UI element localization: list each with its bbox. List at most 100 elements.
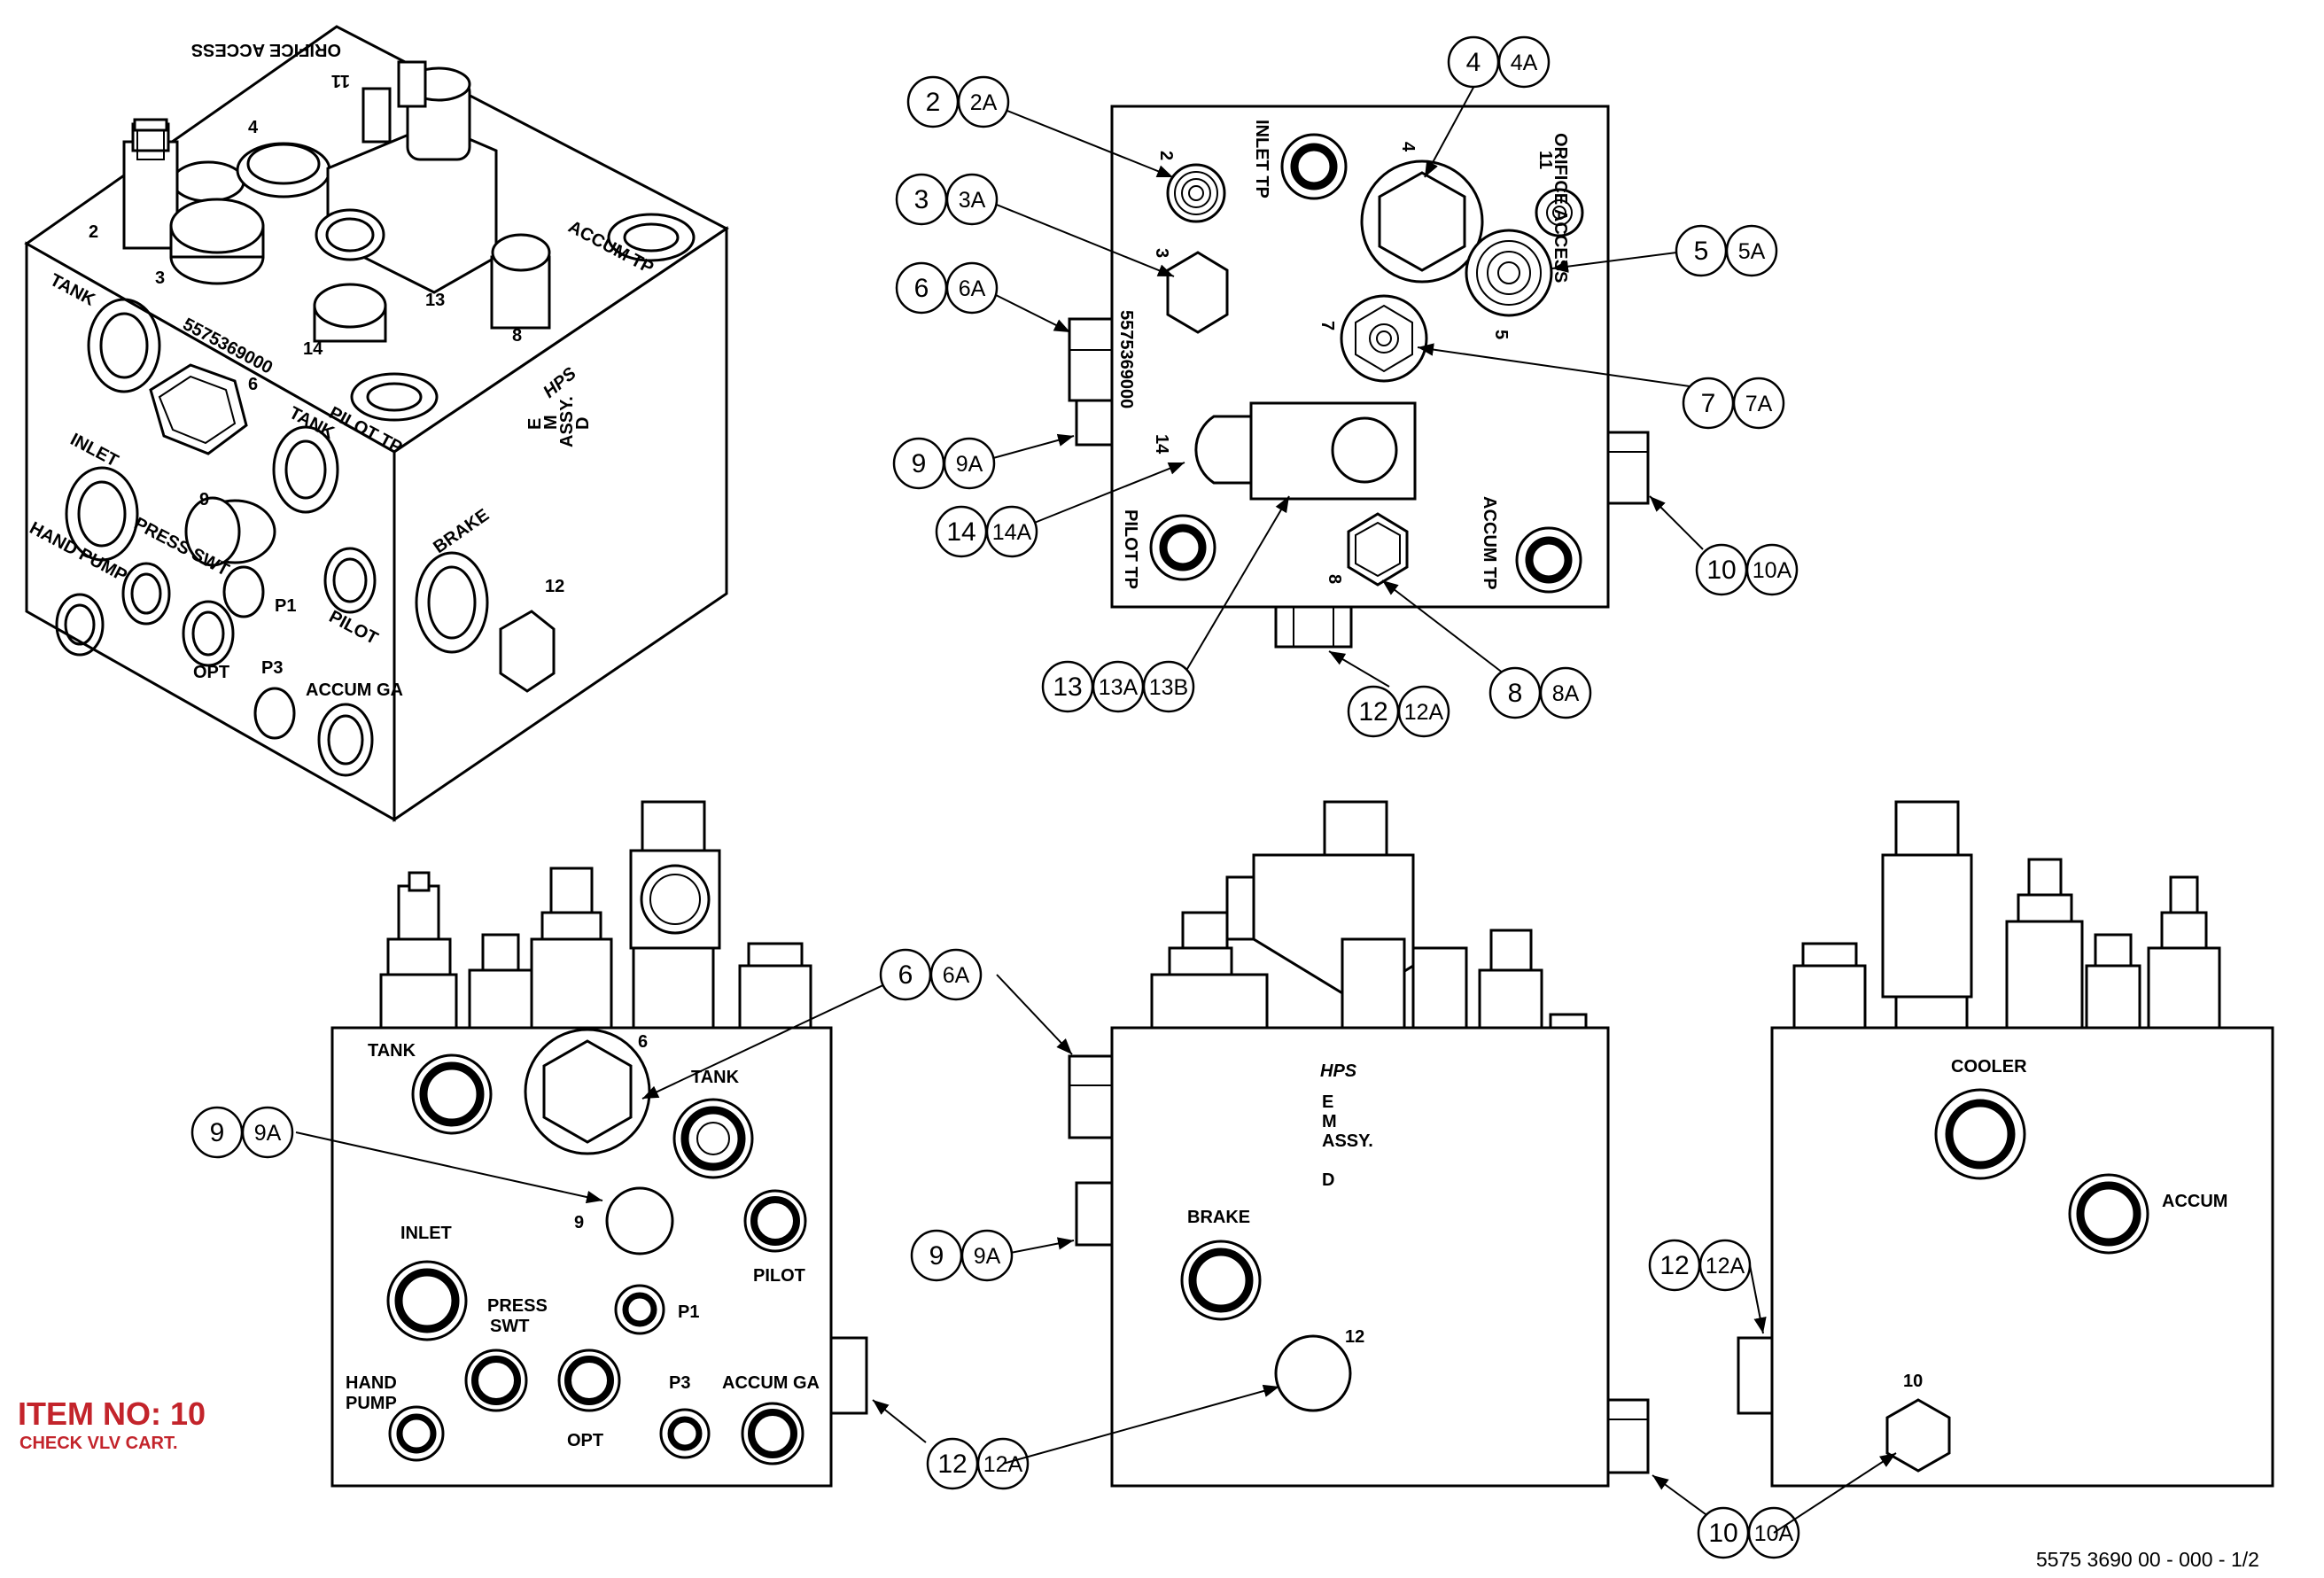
svg-text:2: 2 xyxy=(1156,151,1176,160)
svg-text:ORIFICE ACCESS: ORIFICE ACCESS xyxy=(1551,133,1570,283)
svg-text:13: 13 xyxy=(425,291,445,310)
rear-view: COOLER ACCUM 10 12 12A xyxy=(1648,800,2274,1534)
svg-text:6: 6 xyxy=(248,375,258,394)
iso-pilot-tp-port xyxy=(350,372,439,422)
svg-text:14: 14 xyxy=(946,517,975,547)
svg-text:M: M xyxy=(541,415,561,430)
svg-text:5: 5 xyxy=(1491,330,1511,339)
svg-text:ACCUM: ACCUM xyxy=(2162,1192,2227,1211)
iso-right-face xyxy=(393,226,728,822)
svg-text:13: 13 xyxy=(1053,672,1082,702)
front-view: TANK 6 TANK 9 PILOT INLET PRESS SWT P1 O… xyxy=(190,800,1073,1490)
side-fitting-6 xyxy=(1068,1054,1114,1139)
side-fitting-9 xyxy=(1075,1181,1114,1247)
svg-text:9: 9 xyxy=(912,449,927,478)
side-view: HPS E M ASSY. D BRAKE 12 9 9A 10 10A xyxy=(910,800,1800,1559)
svg-text:P1: P1 xyxy=(275,596,296,616)
svg-text:BRAKE: BRAKE xyxy=(1187,1208,1250,1227)
svg-text:10A: 10A xyxy=(1754,1521,1794,1546)
balloon-12-top: 12 12A xyxy=(1347,685,1450,738)
balloon-14: 14 14A xyxy=(935,505,1038,558)
svg-text:12A: 12A xyxy=(1706,1254,1745,1279)
svg-text:8: 8 xyxy=(1325,574,1344,584)
balloon-9-front: 9 9A xyxy=(190,1106,294,1159)
svg-text:D: D xyxy=(1322,1170,1334,1190)
rear-accum-port xyxy=(2070,1175,2148,1253)
svg-text:PILOT: PILOT xyxy=(753,1266,805,1286)
svg-text:HAND: HAND xyxy=(346,1373,397,1393)
svg-text:10: 10 xyxy=(1903,1372,1923,1391)
svg-text:7A: 7A xyxy=(1745,392,1773,416)
top-fitting-6 xyxy=(1068,317,1114,402)
front-opt-port xyxy=(559,1350,619,1411)
svg-text:14: 14 xyxy=(303,339,323,359)
balloon-10: 10 10A xyxy=(1695,543,1799,596)
svg-text:12: 12 xyxy=(1358,697,1387,727)
svg-text:8: 8 xyxy=(512,326,522,346)
rear-block xyxy=(1770,1026,2274,1488)
svg-text:TANK: TANK xyxy=(368,1041,416,1061)
svg-text:P3: P3 xyxy=(261,658,283,678)
balloon-12-front: 12 12A xyxy=(926,1437,1030,1490)
top-view: INLET TP 2 3 4 ORIFICE ACCESS 11 5 7 xyxy=(892,35,1799,738)
svg-text:PILOT TP: PILOT TP xyxy=(1121,509,1140,589)
side-brake-port xyxy=(1182,1241,1260,1319)
svg-text:11: 11 xyxy=(331,71,350,90)
side-block xyxy=(1110,1026,1610,1488)
top-fitting-9 xyxy=(1075,399,1114,447)
balloon-7: 7 7A xyxy=(1682,377,1785,430)
front-inlet-port xyxy=(388,1262,466,1340)
svg-text:9: 9 xyxy=(199,490,209,509)
iso-cartridge-2 xyxy=(122,140,179,250)
balloon-12-rear: 12 12A xyxy=(1648,1239,1752,1292)
svg-text:10A: 10A xyxy=(1753,558,1792,583)
rear-plug-10 xyxy=(1885,1398,1951,1473)
side-logo: HPS xyxy=(1320,1061,1357,1081)
rear-fitting-12 xyxy=(1737,1336,1774,1415)
svg-text:SWT: SWT xyxy=(490,1317,529,1336)
iso-accum-ga-port xyxy=(317,703,374,777)
svg-text:3: 3 xyxy=(1152,248,1171,258)
svg-text:P3: P3 xyxy=(669,1373,690,1393)
svg-text:INLET TP: INLET TP xyxy=(1252,120,1271,198)
front-press-swt-port xyxy=(466,1350,526,1411)
svg-text:E: E xyxy=(1322,1092,1333,1112)
svg-text:4A: 4A xyxy=(1511,51,1538,75)
iso-pilot-port xyxy=(323,547,377,614)
front-fitting-12 xyxy=(829,1336,868,1415)
svg-text:3A: 3A xyxy=(959,188,986,213)
svg-text:12A: 12A xyxy=(983,1452,1023,1477)
svg-text:13B: 13B xyxy=(1149,675,1188,700)
svg-text:ASSY.: ASSY. xyxy=(557,396,577,447)
svg-text:5A: 5A xyxy=(1738,239,1766,264)
iso-accum-tp-port xyxy=(607,213,696,262)
balloon-6: 6 6A xyxy=(895,261,999,315)
svg-text:9A: 9A xyxy=(254,1121,282,1146)
iso-brake-port xyxy=(415,551,489,654)
svg-text:7: 7 xyxy=(1317,321,1337,330)
svg-text:6A: 6A xyxy=(959,276,986,301)
svg-text:12: 12 xyxy=(937,1450,967,1479)
svg-text:P1: P1 xyxy=(678,1302,699,1322)
svg-text:4: 4 xyxy=(1466,48,1481,77)
svg-text:OPT: OPT xyxy=(193,663,229,682)
drawing-number: 5575 3690 00 - 000 - 1/2 xyxy=(2036,1548,2259,1571)
top-fitting-10 xyxy=(1606,431,1650,505)
front-tank-port-right xyxy=(674,1100,752,1178)
svg-text:4: 4 xyxy=(248,118,259,137)
svg-text:13A: 13A xyxy=(1099,675,1139,700)
svg-text:6: 6 xyxy=(914,274,929,303)
front-accum-ga-port xyxy=(742,1403,803,1464)
balloon-9: 9 9A xyxy=(892,437,996,490)
svg-text:12: 12 xyxy=(545,577,564,596)
top-orifice-access xyxy=(1535,188,1584,237)
svg-text:PRESS: PRESS xyxy=(487,1296,548,1316)
balloon-4: 4 4A xyxy=(1447,35,1551,89)
svg-text:5: 5 xyxy=(1694,237,1709,266)
svg-text:PUMP: PUMP xyxy=(346,1394,397,1413)
balloon-9-side: 9 9A xyxy=(910,1229,1014,1282)
svg-text:7: 7 xyxy=(1701,389,1716,418)
svg-text:10: 10 xyxy=(1706,556,1736,585)
top-part-number: 5575369000 xyxy=(1116,310,1136,408)
